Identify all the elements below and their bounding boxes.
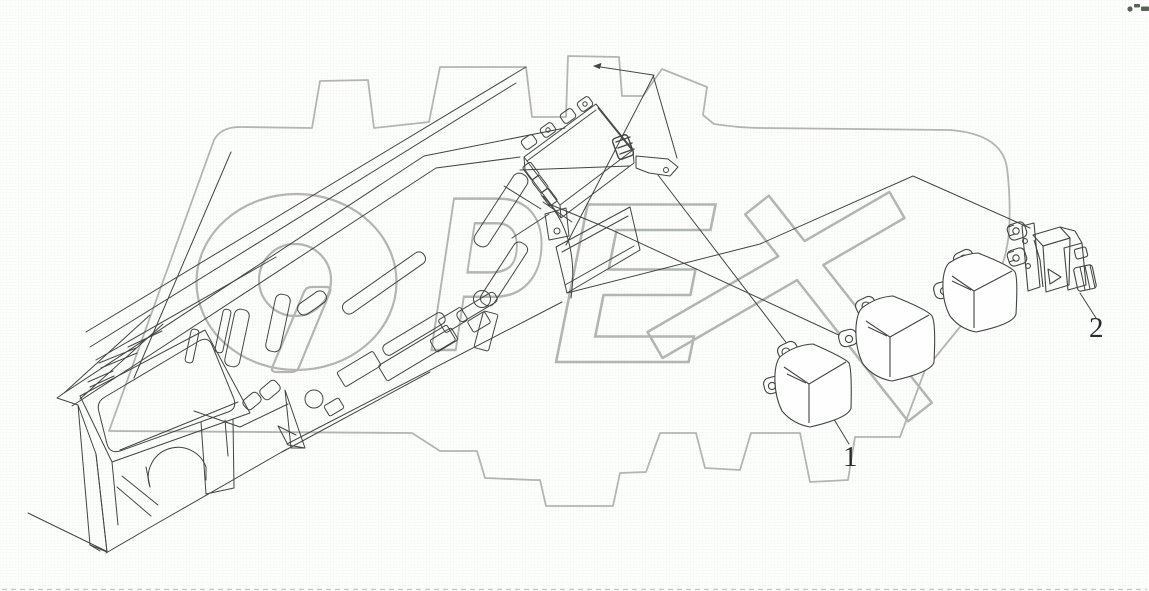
svg-text:P: P bbox=[428, 150, 542, 397]
svg-text:E: E bbox=[552, 155, 717, 411]
svg-text:1: 1 bbox=[843, 441, 858, 473]
svg-text:2: 2 bbox=[1089, 312, 1104, 344]
